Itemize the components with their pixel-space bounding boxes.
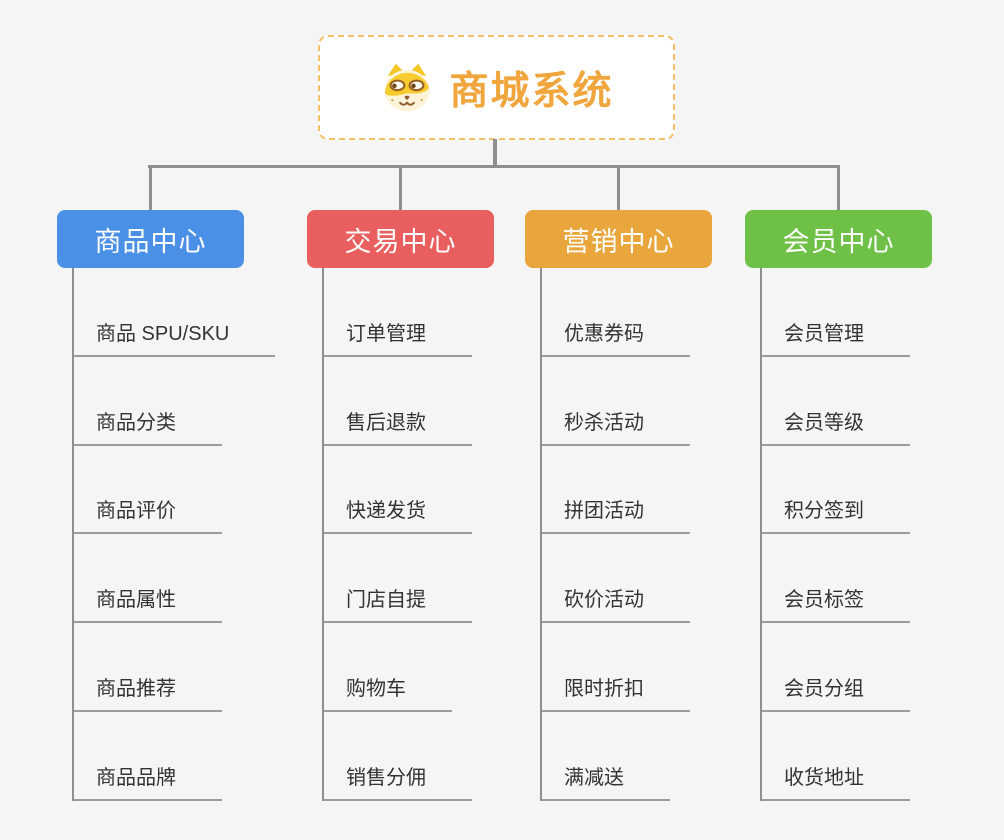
sub-topic-list: 商品 SPU/SKU 商品分类商品评价商品属性商品推荐商品品牌 — [72, 268, 304, 801]
sub-topic[interactable]: 积分签到 — [762, 446, 992, 535]
sub-topic-list: 订单管理售后退款快递发货门店自提购物车销售分佣 — [322, 268, 554, 801]
horizontal-rail-line — [148, 165, 840, 168]
sub-topic[interactable]: 收货地址 — [762, 712, 992, 801]
sub-topic[interactable]: 商品品牌 — [74, 712, 304, 801]
branch-product-center: 商品中心 商品 SPU/SKU 商品分类商品评价商品属性商品推荐商品品牌 — [57, 165, 276, 801]
sub-topic-label: 快递发货 — [324, 494, 472, 535]
sub-topic-label: 商品推荐 — [74, 672, 222, 713]
sub-topic[interactable]: 会员管理 — [762, 268, 992, 357]
sub-topic[interactable]: 商品评价 — [74, 446, 304, 535]
sub-topic-label: 会员分组 — [762, 672, 910, 713]
sub-topic-label: 积分签到 — [762, 494, 910, 535]
sub-topic-label: 拼团活动 — [542, 494, 690, 535]
sub-topic[interactable]: 限时折扣 — [542, 623, 772, 713]
sub-topic-label: 商品 SPU/SKU — [74, 317, 276, 357]
sub-topic[interactable]: 购物车 — [324, 623, 554, 713]
sub-topic[interactable]: 会员分组 — [762, 623, 992, 713]
root-topic[interactable]: 商城系统 — [318, 35, 675, 140]
root-connector-line — [493, 139, 497, 166]
sub-topic-label: 商品评价 — [74, 494, 222, 535]
sub-topic-label: 秒杀活动 — [542, 406, 690, 446]
sub-topic[interactable]: 订单管理 — [324, 268, 554, 357]
sub-topic-label: 门店自提 — [324, 583, 472, 624]
sub-topic[interactable]: 商品属性 — [74, 534, 304, 624]
sub-topic-label: 会员等级 — [762, 406, 910, 446]
sub-topic-label: 满减送 — [542, 761, 670, 801]
branch-label: 营销中心 — [562, 226, 675, 257]
sub-topic[interactable]: 门店自提 — [324, 534, 554, 624]
sub-topic-label: 限时折扣 — [542, 672, 690, 713]
branch-header[interactable]: 营销中心 — [525, 210, 712, 268]
branch-drop-line — [399, 165, 402, 210]
sub-topic[interactable]: 拼团活动 — [542, 446, 772, 535]
sub-topic-label: 售后退款 — [324, 406, 472, 446]
sub-topic[interactable]: 商品分类 — [74, 357, 304, 446]
sub-topic[interactable]: 快递发货 — [324, 446, 554, 535]
sub-topic[interactable]: 会员等级 — [762, 357, 992, 446]
sub-topic-label: 会员标签 — [762, 583, 910, 624]
sub-topic[interactable]: 秒杀活动 — [542, 357, 772, 446]
sub-topic-list: 优惠券码秒杀活动拼团活动砍价活动限时折扣满减送 — [540, 268, 772, 801]
sub-topic[interactable]: 商品推荐 — [74, 623, 304, 713]
sub-topic[interactable]: 会员标签 — [762, 534, 992, 624]
branch-label: 交易中心 — [344, 226, 457, 257]
sub-topic-label: 收货地址 — [762, 761, 910, 801]
sub-topic-label: 会员管理 — [762, 317, 910, 357]
branch-member-center: 会员中心 会员管理会员等级积分签到会员标签会员分组收货地址 — [745, 165, 932, 801]
branch-drop-line — [149, 165, 152, 210]
sub-topic[interactable]: 销售分佣 — [324, 712, 554, 801]
sub-topic[interactable]: 优惠券码 — [542, 268, 772, 357]
branch-drop-line — [837, 165, 840, 210]
branch-label: 商品中心 — [94, 226, 207, 257]
sub-topic[interactable]: 售后退款 — [324, 357, 554, 446]
branch-header[interactable]: 商品中心 — [57, 210, 244, 268]
sub-topic-label: 商品分类 — [74, 406, 222, 446]
sub-topic-label: 销售分佣 — [324, 761, 472, 801]
sub-topic-list: 会员管理会员等级积分签到会员标签会员分组收货地址 — [760, 268, 992, 801]
sub-topic-label: 订单管理 — [324, 317, 472, 357]
sub-topic-label: 优惠券码 — [542, 317, 690, 357]
branch-marketing-center: 营销中心 优惠券码秒杀活动拼团活动砍价活动限时折扣满减送 — [525, 165, 712, 801]
branch-drop-line — [617, 165, 620, 210]
branch-label: 会员中心 — [782, 226, 895, 257]
sub-topic-label: 砍价活动 — [542, 583, 690, 624]
sub-topic-label: 商品属性 — [74, 583, 222, 624]
sub-topic-label: 购物车 — [324, 672, 452, 713]
branch-trade-center: 交易中心 订单管理售后退款快递发货门店自提购物车销售分佣 — [307, 165, 494, 801]
dog-face-icon — [384, 63, 431, 111]
sub-topic[interactable]: 满减送 — [542, 712, 772, 801]
sub-topic[interactable]: 砍价活动 — [542, 534, 772, 624]
branch-header[interactable]: 会员中心 — [745, 210, 932, 268]
root-topic-label: 商城系统 — [449, 69, 614, 113]
sub-topic-label: 商品品牌 — [74, 761, 222, 801]
sub-topic[interactable]: 商品 SPU/SKU — [74, 268, 304, 357]
branch-header[interactable]: 交易中心 — [307, 210, 494, 268]
